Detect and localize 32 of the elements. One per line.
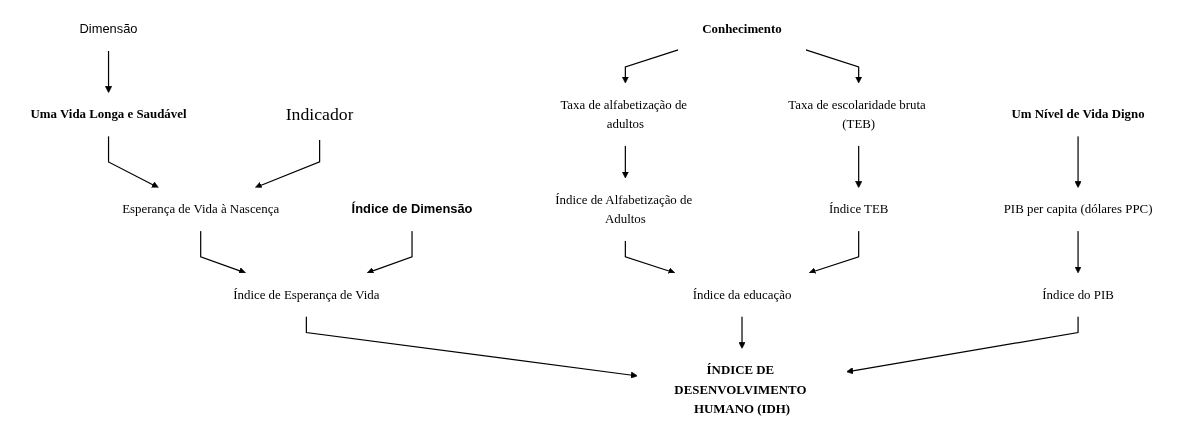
node-text: Esperança de Vida à Nascença (122, 202, 280, 216)
node-text: Indicador (285, 104, 354, 125)
arrow (624, 240, 676, 275)
arrow (738, 315, 746, 349)
arrow (107, 135, 159, 188)
node-text: Conhecimento (702, 21, 782, 36)
arrow (805, 49, 863, 84)
node-text: Taxa de alfabetização de adultos (560, 97, 688, 131)
node-text: Uma Vida Longa e Saudável (30, 107, 187, 121)
arrow (305, 315, 638, 379)
arrow (366, 230, 413, 275)
arrow (1074, 135, 1082, 188)
node-text: Um Nível de Vida Digno (1011, 107, 1145, 121)
node-text: Índice de Alfabetização de Adultos (555, 192, 693, 226)
node-text: Índice do PIB (1042, 287, 1114, 302)
arrow (105, 50, 113, 93)
arrow (621, 145, 629, 179)
node-text: Índice de Esperança de Vida (233, 287, 380, 302)
arrow (1074, 230, 1082, 274)
arrow (254, 139, 321, 189)
arrow (855, 145, 863, 188)
node-text: Índice de Dimensão (351, 202, 473, 216)
arrow (846, 315, 1079, 375)
arrow (200, 230, 246, 275)
node-text: Taxa de escolaridade bruta (TEB) (788, 97, 926, 131)
node-text: Índice da educação (692, 287, 792, 302)
node-text: Índice TEB (828, 202, 889, 216)
arrow (808, 230, 860, 275)
arrow (621, 49, 679, 84)
node-text: Dimensão (79, 21, 138, 36)
node-text: ÍNDICE DE DESENVOLVIMENTO HUMANO (IDH) (674, 363, 807, 416)
node-text: PIB per capita (dólares PPC) (1003, 202, 1153, 216)
